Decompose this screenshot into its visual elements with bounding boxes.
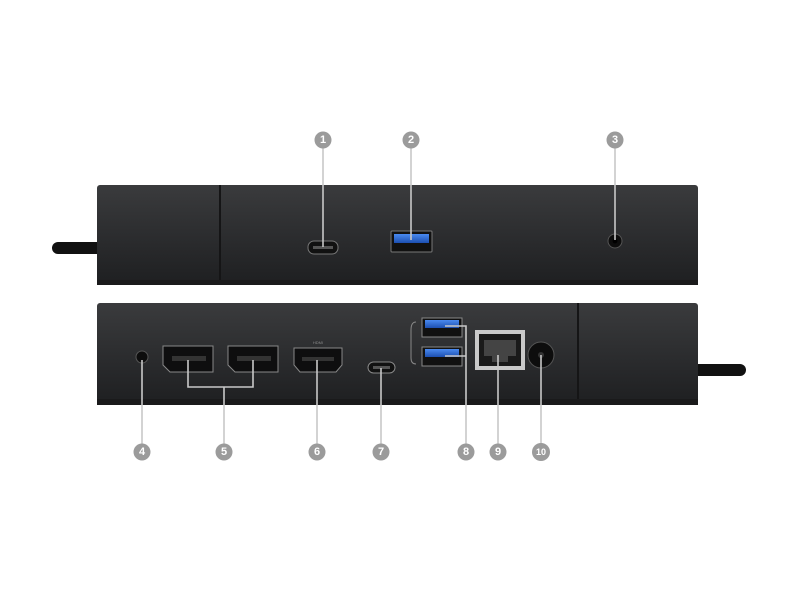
dock-body-rear <box>97 303 698 405</box>
svg-text:5: 5 <box>221 446 227 458</box>
callout-4: 4 <box>133 443 151 461</box>
svg-text:10: 10 <box>536 447 546 457</box>
usb-c-port-rear <box>367 361 396 374</box>
callout-6: 6 <box>308 443 326 461</box>
callout-5: 5 <box>215 443 233 461</box>
displayport-2 <box>227 345 279 373</box>
callout-2: 2 <box>402 131 420 149</box>
svg-text:2: 2 <box>408 134 414 146</box>
callout-1: 1 <box>314 131 332 149</box>
dock-rear-view: HDMI <box>97 303 746 405</box>
svg-text:3: 3 <box>612 134 618 146</box>
svg-text:6: 6 <box>314 446 320 458</box>
ethernet-port <box>475 330 525 370</box>
callout-10: 10 <box>532 443 550 461</box>
callout-7: 7 <box>372 443 390 461</box>
hdmi-port: HDMI <box>293 340 343 373</box>
hdmi-label: HDMI <box>313 340 323 345</box>
leader-lines <box>141 148 616 444</box>
displayport-1 <box>162 345 214 373</box>
svg-text:8: 8 <box>463 446 469 458</box>
svg-text:7: 7 <box>378 446 384 458</box>
svg-text:4: 4 <box>139 446 146 458</box>
svg-text:1: 1 <box>320 134 326 146</box>
callout-8: 8 <box>457 443 475 461</box>
callout-3: 3 <box>606 131 624 149</box>
callout-9: 9 <box>489 443 507 461</box>
dock-front-view <box>52 185 698 285</box>
usb-a-port-rear-1 <box>421 317 463 338</box>
svg-text:9: 9 <box>495 446 501 458</box>
